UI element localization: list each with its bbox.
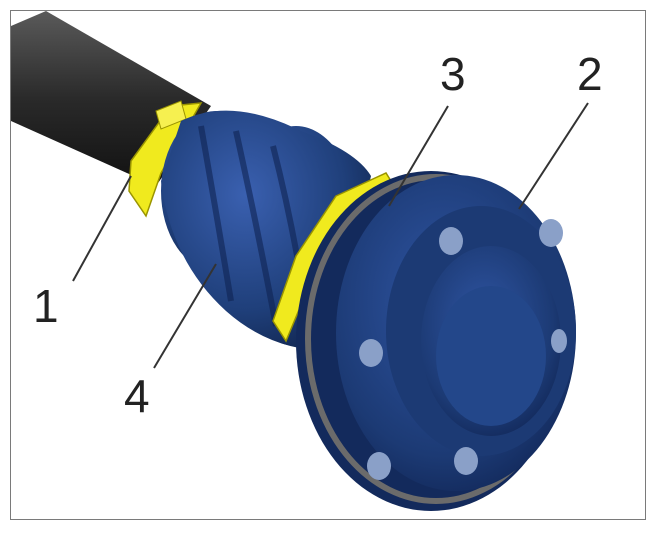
leader-line-1 bbox=[72, 175, 132, 282]
callout-2: 2 bbox=[577, 48, 603, 100]
callout-4: 4 bbox=[124, 370, 150, 422]
leader-line-2 bbox=[518, 102, 589, 210]
cv-joint-illustration bbox=[11, 11, 589, 511]
joint-housing bbox=[296, 171, 576, 511]
callout-3: 3 bbox=[440, 48, 466, 100]
illustration-frame: 1 2 3 4 bbox=[10, 10, 646, 520]
callout-1: 1 bbox=[33, 280, 59, 332]
leader-line-3 bbox=[388, 105, 449, 207]
leader-line-4 bbox=[153, 263, 217, 369]
